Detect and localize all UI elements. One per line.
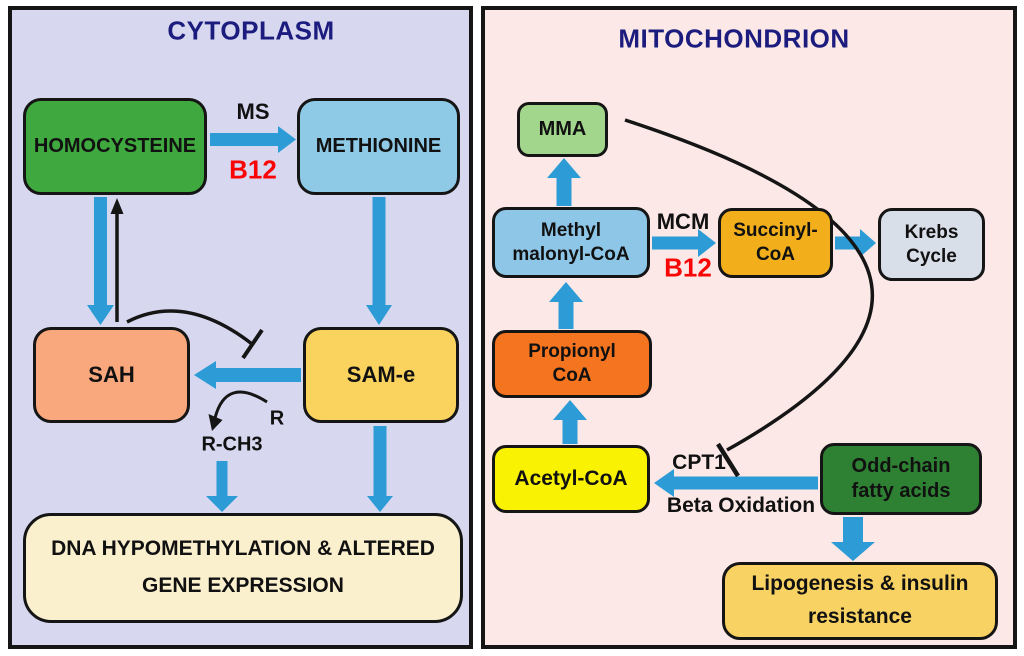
node-succinyl-coa-label: Succinyl- CoA <box>733 220 818 265</box>
node-sam-e: SAM-e <box>303 327 459 423</box>
node-methylmalonyl-coa-label: Methyl malonyl-CoA <box>512 219 630 265</box>
node-methylmalonyl-coa: Methyl malonyl-CoA <box>492 207 650 278</box>
node-lipogenesis-insulin-resistance-label: Lipogenesis & insulin resistance <box>751 572 969 628</box>
node-mma: MMA <box>517 102 608 157</box>
node-acetyl-coa-label: Acetyl-CoA <box>514 466 628 490</box>
node-propionyl-coa: Propionyl CoA <box>492 330 652 398</box>
label-ms-enzyme: MS <box>236 99 270 124</box>
node-odd-chain-fatty-acids-label: Odd-chain fatty acids <box>851 455 951 502</box>
cytoplasm-title: CYTOPLASM <box>167 15 335 46</box>
label-mcm-enzyme: MCM <box>656 209 710 234</box>
node-methionine-label: METHIONINE <box>315 135 442 157</box>
node-succinyl-coa: Succinyl- CoA <box>718 208 833 278</box>
node-lipogenesis-insulin-resistance: Lipogenesis & insulin resistance <box>722 562 998 640</box>
label-b12-mitochondrion: B12 <box>664 252 712 283</box>
mitochondrion-title: MITOCHONDRION <box>618 23 850 54</box>
label-b12-cytoplasm: B12 <box>229 154 277 185</box>
node-sah-label: SAH <box>88 362 135 388</box>
node-odd-chain-fatty-acids: Odd-chain fatty acids <box>820 443 982 515</box>
node-mma-label: MMA <box>538 118 587 140</box>
node-krebs-cycle: Krebs Cycle <box>878 208 985 281</box>
node-dna-hypomethylation-label: DNA HYPOMETHYLATION & ALTERED GENE EXPRE… <box>51 537 435 597</box>
node-homocysteine: HOMOCYSTEINE <box>23 98 207 195</box>
label-beta-oxidation: Beta Oxidation <box>666 494 816 517</box>
node-methionine: METHIONINE <box>297 98 460 195</box>
node-sam-e-label: SAM-e <box>346 362 416 388</box>
node-propionyl-coa-label: Propionyl CoA <box>528 341 616 386</box>
node-krebs-cycle-label: Krebs Cycle <box>904 221 959 267</box>
node-dna-hypomethylation: DNA HYPOMETHYLATION & ALTERED GENE EXPRE… <box>23 513 463 623</box>
node-sah: SAH <box>33 327 190 423</box>
label-r-ch3: R-CH3 <box>201 433 263 456</box>
label-cpt1: CPT1 <box>672 451 726 474</box>
label-r: R <box>269 407 285 430</box>
node-homocysteine-label: HOMOCYSTEINE <box>33 135 197 157</box>
node-acetyl-coa: Acetyl-CoA <box>492 445 650 513</box>
